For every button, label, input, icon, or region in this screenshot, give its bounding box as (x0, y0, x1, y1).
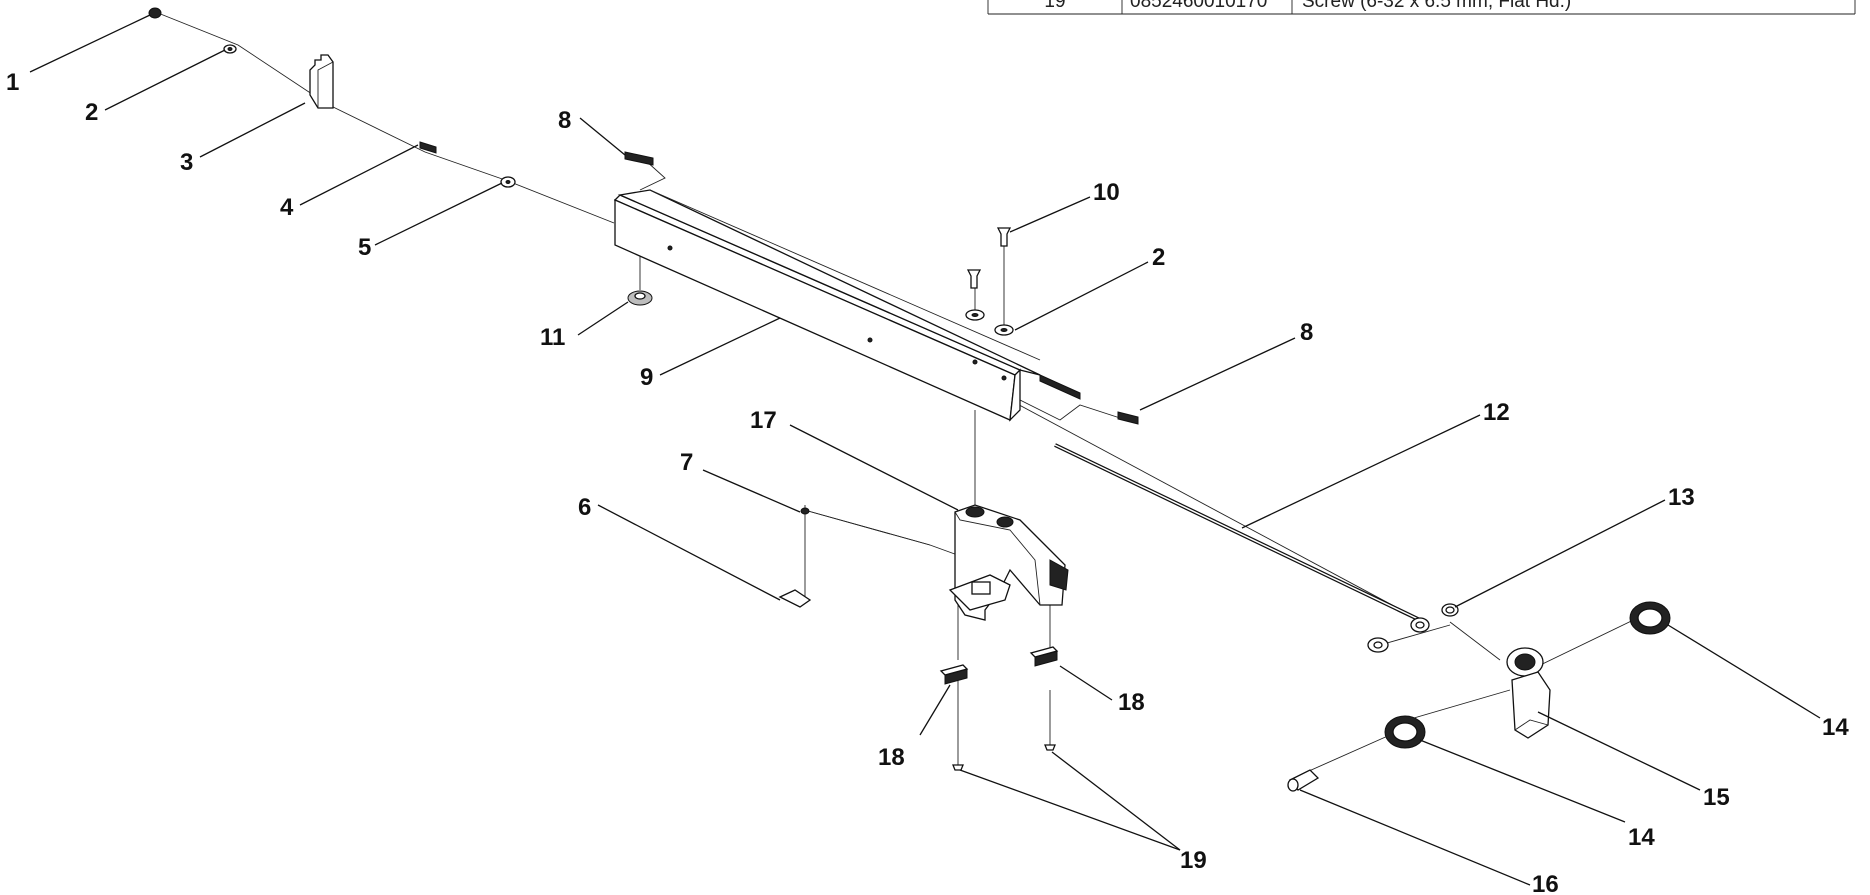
part-7-screw (800, 507, 810, 515)
part-18-block-left (939, 664, 969, 685)
assembly-lines (157, 12, 1651, 776)
part-13-washer (1441, 603, 1459, 617)
part-8-clip-lower (1117, 411, 1139, 425)
table-cell-description: Screw (6-32 x 6.5 mm, Flat Hd.) (1302, 0, 1571, 12)
callout-17: 17 (750, 407, 777, 434)
callout-14-left: 14 (1628, 824, 1655, 851)
callout-7: 7 (680, 449, 693, 476)
part-12-rod (1054, 443, 1421, 622)
part-11-washer (627, 290, 653, 306)
part-10-screw-b (966, 269, 982, 289)
callout-1: 1 (6, 69, 19, 96)
part-8-clip-upper (624, 151, 654, 166)
parts-table: 19 0852460010170 Screw (6-32 x 6.5 mm, F… (987, 0, 1856, 15)
callout-2-right: 2 (1152, 244, 1165, 271)
table-cell-no: 19 (1044, 0, 1065, 12)
callout-10: 10 (1093, 179, 1120, 206)
part-14-bearing-left (1384, 715, 1426, 749)
part-2-washer-b (965, 309, 985, 321)
callout-15: 15 (1703, 784, 1730, 811)
callout-8-lower: 8 (1300, 319, 1313, 346)
part-9-fence-rail (613, 189, 1081, 422)
part-1-nut (148, 7, 162, 19)
callout-labels: 1 2 3 4 5 8 10 2 8 11 9 12 17 7 13 6 18 … (6, 69, 1849, 895)
part-16-pin (1287, 769, 1320, 792)
callout-16: 16 (1532, 871, 1559, 895)
callout-6: 6 (578, 494, 591, 521)
part-washer-small-b (1367, 637, 1389, 653)
part-18-block-right (1029, 646, 1059, 667)
callout-9: 9 (640, 364, 653, 391)
callout-18-right: 18 (1118, 689, 1145, 716)
callout-18-left: 18 (878, 744, 905, 771)
part-10-screw (996, 227, 1012, 247)
callout-5: 5 (358, 234, 371, 261)
part-2-washer (223, 44, 237, 54)
callout-19: 19 (1180, 847, 1207, 874)
part-4-spring (419, 141, 437, 154)
part-19-screw-right (1044, 744, 1056, 751)
callout-14-right: 14 (1822, 714, 1849, 741)
part-washer-small-a (1410, 617, 1430, 633)
part-17-fence-head (948, 504, 1069, 621)
part-15-cam-lever (1506, 647, 1551, 739)
callout-11: 11 (540, 324, 565, 351)
part-6-plate (778, 589, 812, 608)
part-14-bearing-right (1629, 601, 1671, 635)
callout-4: 4 (280, 194, 294, 221)
callout-13: 13 (1668, 484, 1695, 511)
callout-2: 2 (85, 99, 98, 126)
callout-12: 12 (1483, 399, 1510, 426)
callout-3: 3 (180, 149, 193, 176)
table-cell-part-number: 0852460010170 (1130, 0, 1267, 12)
part-3-bracket (309, 54, 334, 109)
part-19-screw-left (952, 764, 964, 771)
part-2-washer-c (994, 324, 1014, 336)
callout-8-upper: 8 (558, 107, 571, 134)
part-5-washer (500, 176, 516, 188)
leader-lines (29, 14, 1821, 886)
